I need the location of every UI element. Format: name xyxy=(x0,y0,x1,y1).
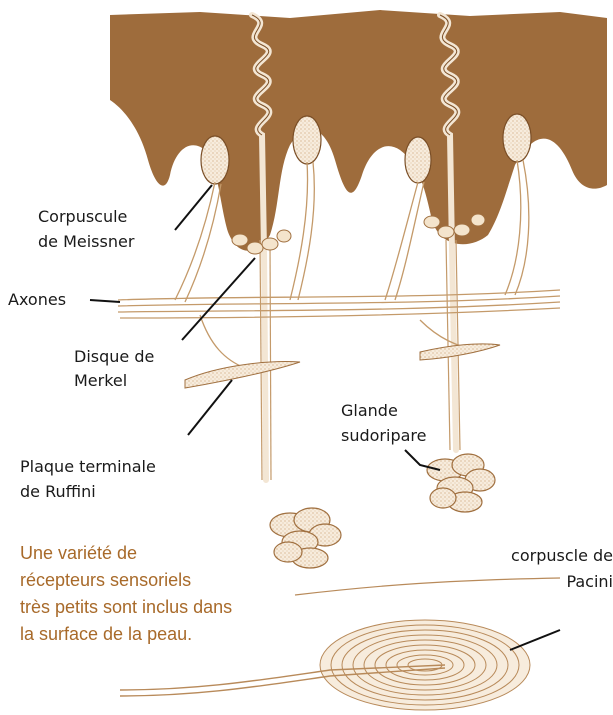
meissner-capsule xyxy=(293,116,321,164)
leader-pacini xyxy=(510,630,560,650)
label-ruffini-line1: Plaque terminale xyxy=(20,456,156,478)
label-glande-line2: sudoripare xyxy=(341,425,426,447)
label-ruffini-line2: de Ruffini xyxy=(20,481,96,503)
label-pacini-line1: corpuscle de xyxy=(511,545,613,567)
meissner-capsule xyxy=(503,114,531,162)
leader-merkel xyxy=(182,258,255,340)
caption-line1: Une variété de xyxy=(20,540,137,566)
epidermis-layer xyxy=(110,10,607,251)
sweat-glands xyxy=(270,454,495,568)
label-pacini-line2: Pacini xyxy=(566,571,613,593)
caption-line2: récepteurs sensoriels xyxy=(20,567,191,593)
caption-line3: très petits sont inclus dans xyxy=(20,594,232,620)
leader-meissner xyxy=(175,185,212,230)
sweat-gland xyxy=(427,454,495,512)
label-meissner-line1: Corpuscule xyxy=(38,206,127,228)
label-axones: Axones xyxy=(8,289,66,311)
caption-line4: la surface de la peau. xyxy=(20,621,192,647)
meissner-capsule xyxy=(405,137,431,183)
label-merkel-line2: Merkel xyxy=(74,370,127,392)
label-meissner-line2: de Meissner xyxy=(38,231,134,253)
leader-ruffini xyxy=(188,380,232,435)
sweat-gland xyxy=(270,508,341,568)
meissner-capsule xyxy=(201,136,229,184)
leader-axones xyxy=(90,300,120,302)
label-merkel-line1: Disque de xyxy=(74,346,154,368)
label-glande-line1: Glande xyxy=(341,400,398,422)
